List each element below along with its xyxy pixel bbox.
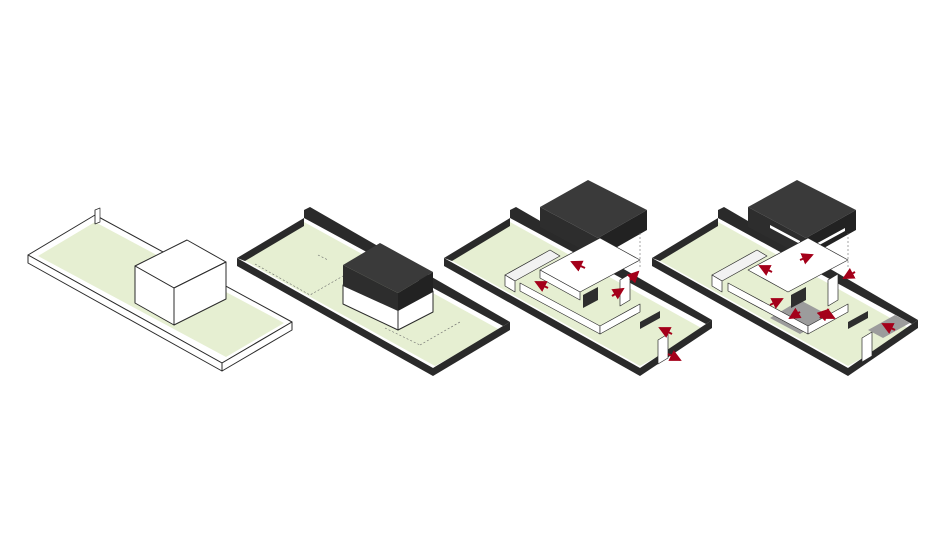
stage-3-site-volume [444, 180, 712, 376]
stage-1-white-volume [134, 239, 227, 326]
stage-4-circulation-arrows [758, 253, 896, 334]
stage-4-site-volume [652, 180, 918, 376]
stage-2-site-volume [237, 207, 510, 376]
stage-2-volume [342, 243, 434, 331]
stage-3-circulation-arrows [534, 260, 682, 361]
stage-1-site-volume [27, 207, 293, 372]
stage-3-lifted-roof [540, 180, 647, 268]
stage-4-open-plan-walls [711, 237, 873, 363]
stage-3-open-plan-walls [504, 237, 669, 365]
